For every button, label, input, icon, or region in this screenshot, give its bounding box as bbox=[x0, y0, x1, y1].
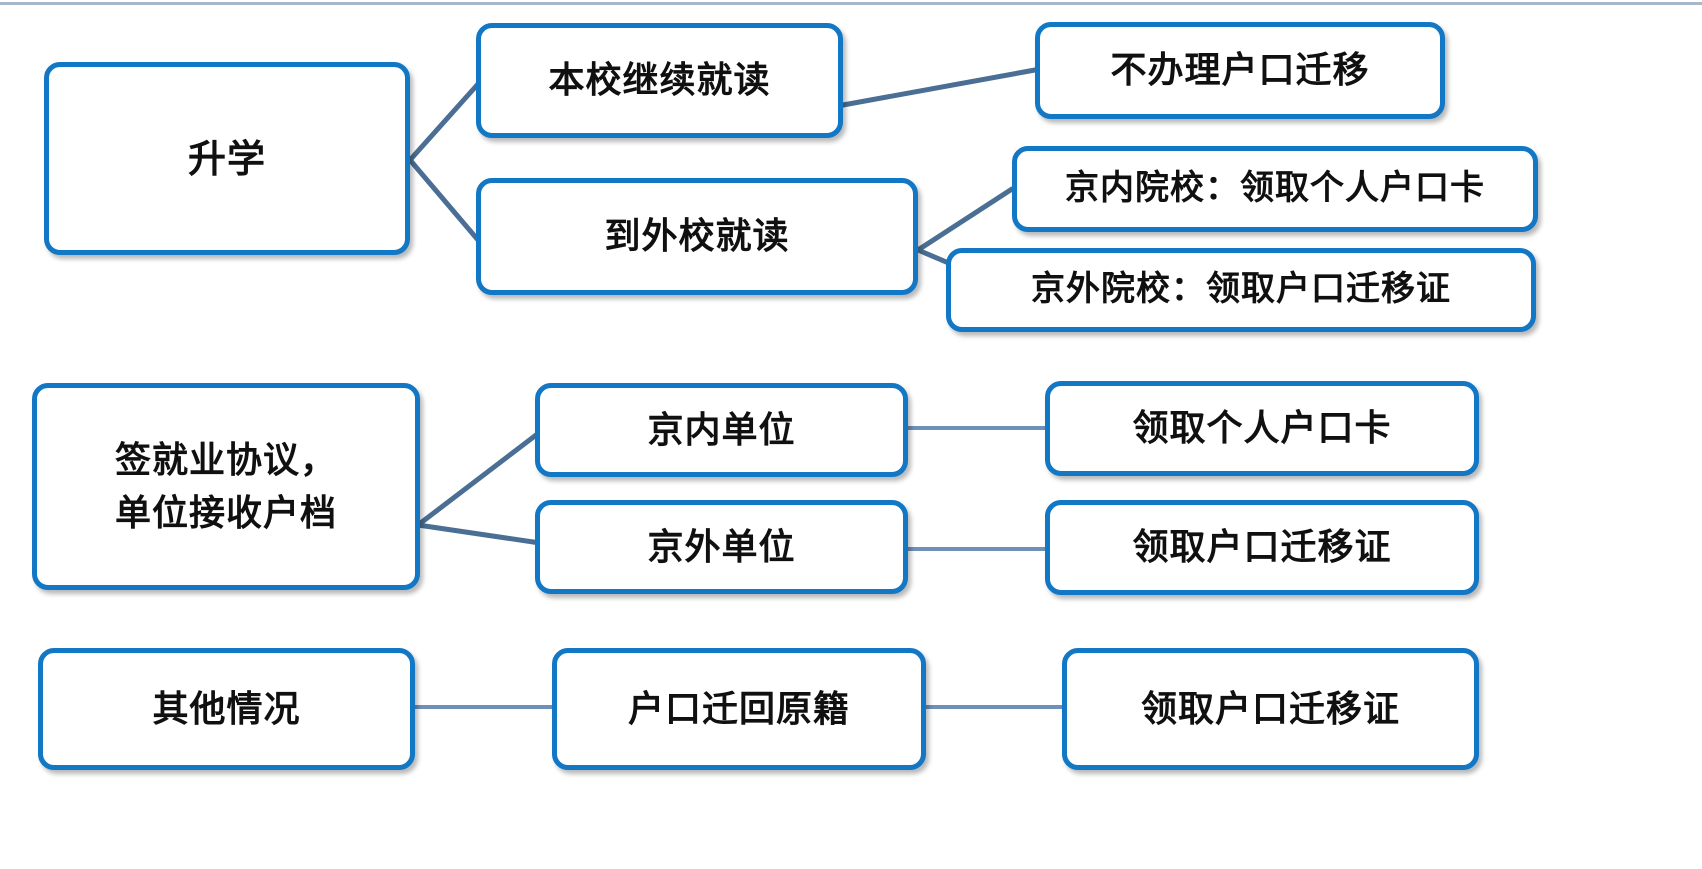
node-outcome-in-beijing-school[interactable]: 京内院校：领取个人户口卡 bbox=[1012, 146, 1538, 232]
node-outcome-hukou-transfer-cert-employment[interactable]: 领取户口迁移证 bbox=[1045, 500, 1479, 595]
connector-qianxieyi-to-jingneidanwei bbox=[415, 429, 543, 528]
connector-waixiao-to-jingnei bbox=[915, 186, 1015, 253]
node-label: 京外单位 bbox=[647, 525, 796, 568]
node-root-employment[interactable]: 签就业协议， 单位接收户档 bbox=[32, 383, 420, 590]
node-label: 签就业协议， 单位接收户档 bbox=[114, 439, 337, 534]
node-outcome-no-transfer[interactable]: 不办理户口迁移 bbox=[1035, 22, 1445, 119]
node-label: 领取户口迁移证 bbox=[1140, 687, 1400, 730]
connector-qianxieyi-to-jingwaidanwei bbox=[415, 522, 543, 546]
node-label: 升学 bbox=[187, 135, 266, 181]
node-child-continue-same-school[interactable]: 本校继续就读 bbox=[476, 23, 843, 138]
top-divider-rule bbox=[0, 2, 1702, 5]
node-outcome-personal-hukou-card[interactable]: 领取个人户口卡 bbox=[1045, 381, 1479, 476]
node-label: 不办理户口迁移 bbox=[1110, 49, 1370, 92]
node-root-further-study[interactable]: 升学 bbox=[44, 62, 410, 255]
node-label: 本校继续就读 bbox=[548, 59, 771, 102]
node-child-other-school[interactable]: 到外校就读 bbox=[476, 178, 918, 295]
connector-benxiao-to-buBanli bbox=[840, 67, 1038, 108]
node-root-other-case[interactable]: 其他情况 bbox=[38, 648, 415, 770]
node-label: 领取户口迁移证 bbox=[1132, 526, 1392, 569]
node-label: 其他情况 bbox=[152, 687, 301, 730]
node-child-employer-in-beijing[interactable]: 京内单位 bbox=[535, 383, 908, 477]
node-label: 到外校就读 bbox=[604, 215, 790, 258]
node-label: 京内院校：领取个人户口卡 bbox=[1065, 168, 1485, 209]
node-child-return-to-origin[interactable]: 户口迁回原籍 bbox=[552, 648, 926, 770]
node-label: 领取个人户口卡 bbox=[1132, 407, 1392, 450]
node-label: 京外院校：领取户口迁移证 bbox=[1031, 269, 1451, 310]
node-outcome-out-beijing-school[interactable]: 京外院校：领取户口迁移证 bbox=[946, 248, 1536, 332]
connector-shengxue-to-benxiao bbox=[407, 81, 481, 163]
node-label: 户口迁回原籍 bbox=[627, 687, 850, 730]
node-outcome-hukou-transfer-cert-other[interactable]: 领取户口迁移证 bbox=[1062, 648, 1479, 770]
connector-shengxue-to-waixiao bbox=[407, 157, 481, 243]
node-label: 京内单位 bbox=[647, 408, 796, 451]
connector-group-employment bbox=[415, 426, 1052, 551]
node-child-employer-out-beijing[interactable]: 京外单位 bbox=[535, 500, 908, 594]
